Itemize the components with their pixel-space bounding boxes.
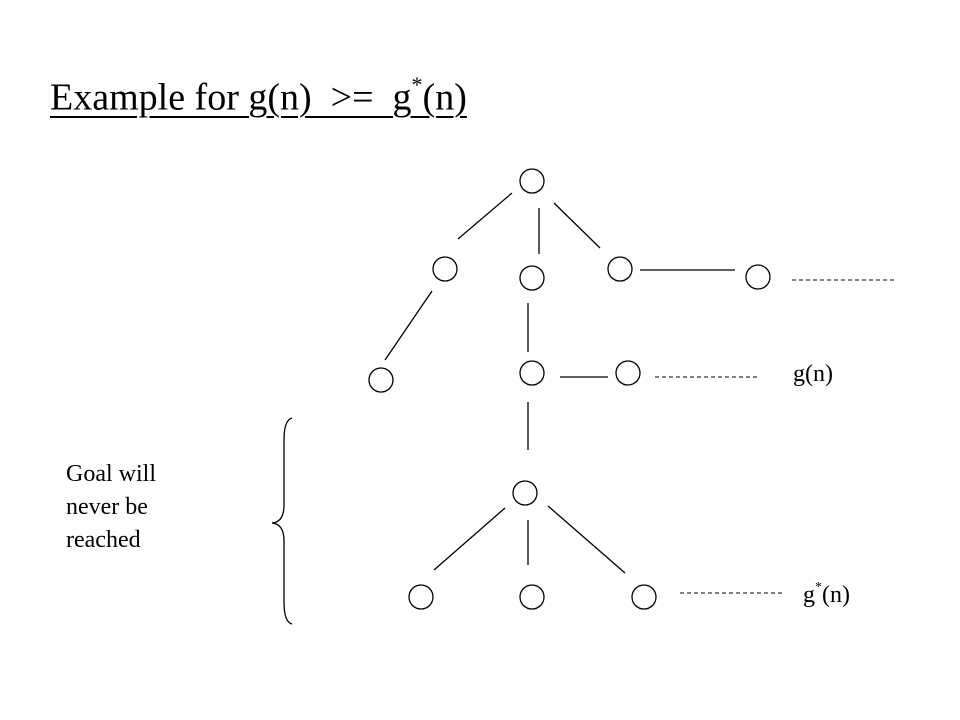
title-prefix: Example for g(n) >= g — [50, 76, 412, 119]
label-g-star-superscript: * — [815, 580, 822, 595]
label-g-star-n: g*(n) — [803, 576, 850, 609]
tree-node-lower-middle — [519, 584, 545, 610]
title-suffix: (n) — [422, 76, 467, 119]
goal-note-line: reached — [66, 527, 141, 553]
tree-node-lower-parent — [512, 480, 538, 506]
label-g-n: g(n) — [793, 361, 833, 387]
goal-note-line: Goal will — [66, 461, 156, 487]
edge-root-right — [553, 202, 601, 249]
edge-root-left — [457, 192, 513, 240]
label-g-star-suffix: (n) — [822, 582, 850, 608]
tree-node-left — [432, 256, 458, 282]
tree-node-lower-left — [408, 584, 434, 610]
edge-lower-right — [547, 505, 626, 574]
slide-title: Example for g(n) >= g*(n) — [50, 66, 467, 121]
tree-node-far-right — [745, 264, 771, 290]
tree-node-root — [519, 168, 545, 194]
edge-left-down — [384, 290, 433, 361]
label-g-star-prefix: g — [803, 582, 815, 608]
tree-node-mid — [519, 360, 545, 386]
curly-brace — [271, 417, 293, 625]
tree-node-right — [607, 256, 633, 282]
tree-node-middle — [519, 265, 545, 291]
goal-note-line: never be — [66, 494, 148, 520]
edge-lower-left — [433, 507, 506, 571]
tree-node-mid-side — [615, 360, 641, 386]
title-superscript: * — [411, 72, 423, 97]
tree-node-lower-right — [631, 584, 657, 610]
tree-node-left-child — [368, 367, 394, 393]
goal-note: Goal will never be reached — [66, 458, 226, 557]
